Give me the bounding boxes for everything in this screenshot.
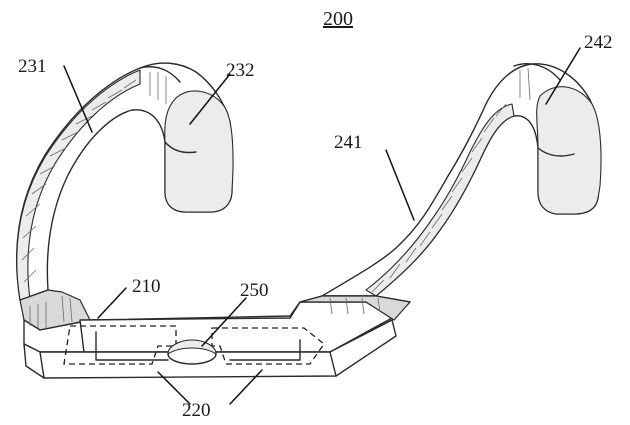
right-arm-hatching (371, 103, 507, 293)
internal-region-220-right (211, 327, 325, 365)
leader-220-right (229, 369, 263, 405)
leader-241 (385, 149, 415, 221)
label-210: 210 (132, 276, 161, 297)
leader-220-left (157, 371, 191, 405)
leader-231 (63, 65, 93, 133)
label-242: 242 (584, 32, 613, 53)
label-220: 220 (182, 400, 211, 420)
front-body (19, 289, 411, 379)
leader-lines (63, 47, 581, 405)
label-232: 232 (226, 60, 255, 81)
leader-232 (189, 73, 231, 125)
figure-number: 200 (323, 8, 353, 30)
label-231: 231 (18, 56, 47, 77)
leader-242 (545, 47, 581, 105)
internal-region-220-left (63, 325, 177, 365)
label-241: 241 (334, 132, 363, 153)
left-temple-arm (16, 62, 234, 301)
reference-labels: 231 232 242 241 210 250 220 (18, 32, 613, 421)
label-250: 250 (240, 280, 269, 301)
right-temple-arm (321, 62, 602, 297)
leader-250 (201, 297, 247, 347)
left-arm-hatching (21, 79, 137, 283)
leader-210 (97, 287, 127, 319)
